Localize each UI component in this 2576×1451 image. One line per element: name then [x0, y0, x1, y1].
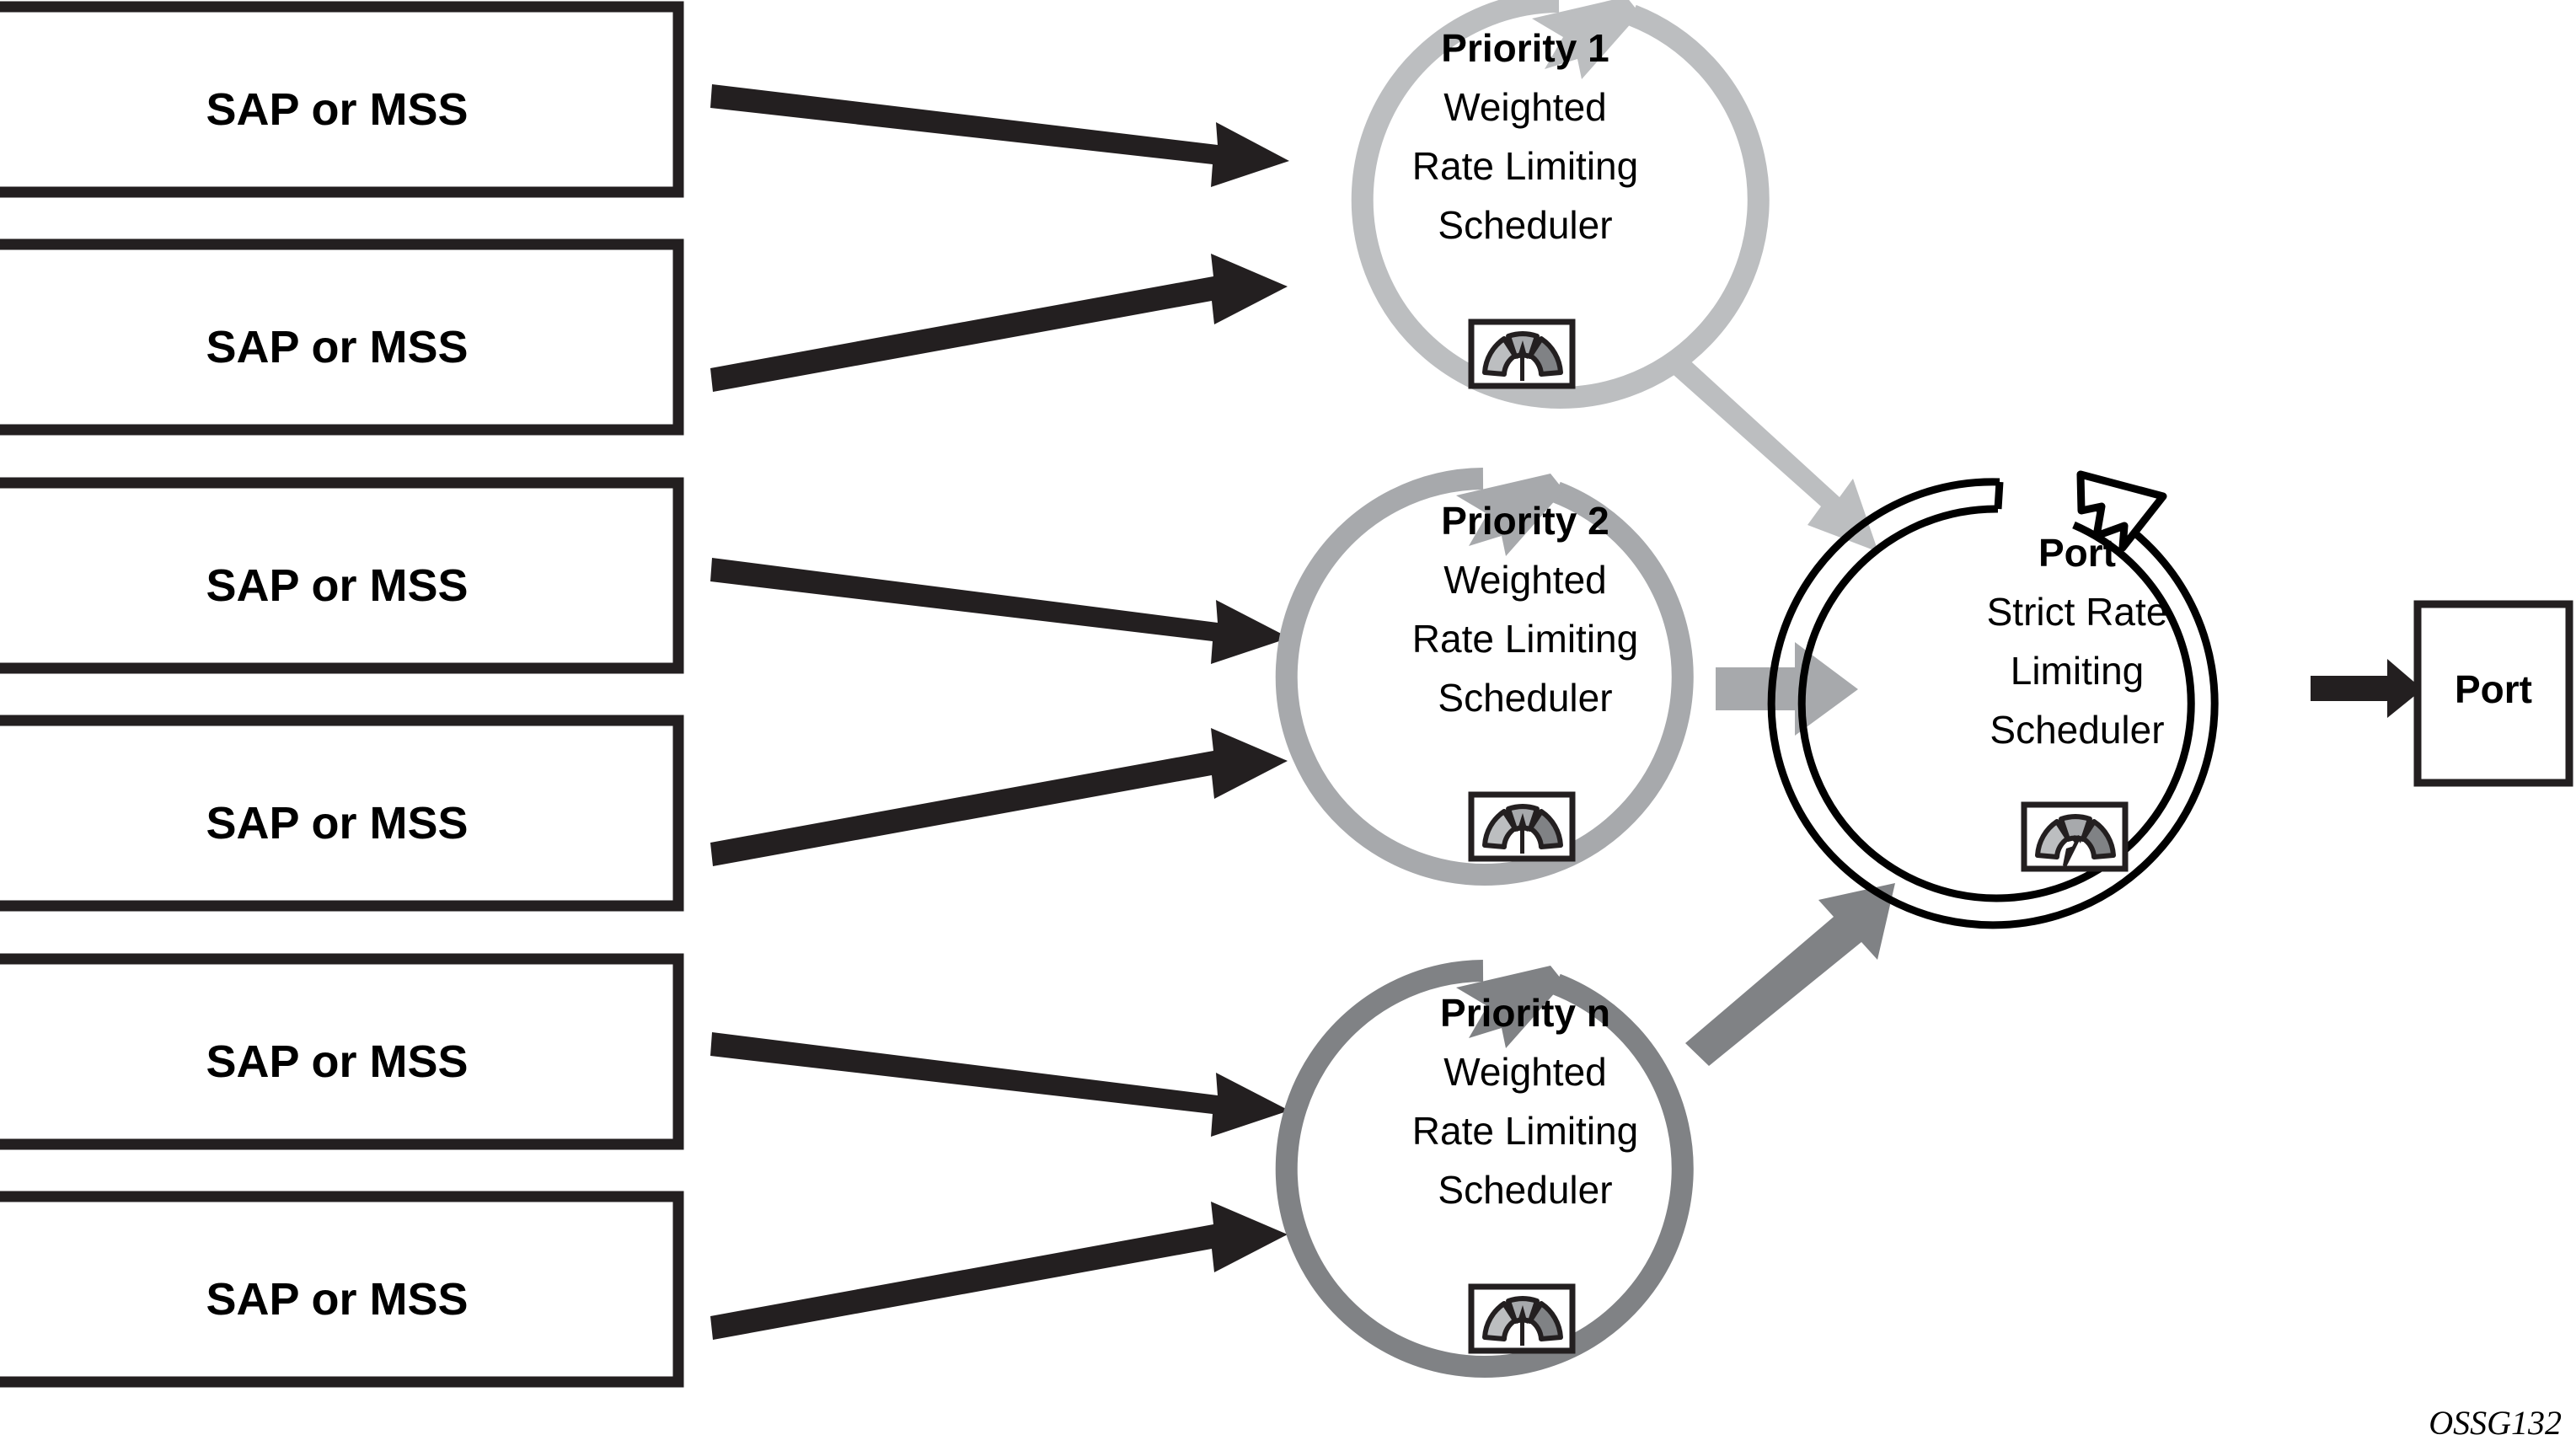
source-box-1[interactable]: SAP or MSS — [0, 1, 684, 198]
source-box-label: SAP or MSS — [206, 1036, 468, 1087]
arrow-source2-to-priority1 — [710, 254, 1288, 392]
priority-n-title: Priority n — [1440, 991, 1610, 1035]
rate-meter-icon — [1468, 319, 1576, 389]
source-box-label: SAP or MSS — [206, 322, 468, 372]
priority-n-scheduler[interactable]: Priority n Weighted Rate Limiting Schedu… — [1275, 960, 1694, 1378]
port-scheduler-line1: Strict Rate — [1987, 590, 2168, 634]
port-box-label: Port — [2455, 667, 2532, 711]
rate-meter-icon — [1468, 1283, 1576, 1354]
port-scheduler-title: Port — [2038, 531, 2116, 575]
priority-1-line3: Scheduler — [1438, 203, 1612, 247]
priority-2-line1: Weighted — [1443, 558, 1607, 602]
priority-1-line1: Weighted — [1443, 85, 1607, 129]
source-box-label: SAP or MSS — [206, 798, 468, 849]
priority-1-line2: Rate Limiting — [1412, 144, 1638, 188]
arrow-priorityn-to-port — [1685, 883, 1895, 1066]
priority-2-line3: Scheduler — [1438, 676, 1612, 720]
priority-2-line2: Rate Limiting — [1412, 617, 1638, 661]
port-scheduler-line3: Scheduler — [1990, 708, 2164, 752]
figure-id-label: OSSG132 — [2429, 1404, 2562, 1442]
arrow-source4-to-priority2 — [710, 728, 1288, 866]
arrow-priority2-to-port — [1716, 642, 1858, 736]
arrow-port-scheduler-to-port-box — [2311, 659, 2423, 718]
port-scheduler-line2: Limiting — [2011, 649, 2145, 693]
rate-meter-icon — [1468, 791, 1576, 862]
priority-2-title: Priority 2 — [1441, 499, 1609, 543]
source-box-3[interactable]: SAP or MSS — [0, 477, 684, 674]
arrow-source3-to-priority2 — [710, 558, 1289, 664]
priority-1-scheduler[interactable]: Priority 1 Weighted Rate Limiting Schedu… — [1351, 0, 1770, 409]
priority-n-line3: Scheduler — [1438, 1168, 1612, 1212]
source-box-4[interactable]: SAP or MSS — [0, 715, 684, 912]
source-box-5[interactable]: SAP or MSS — [0, 953, 684, 1150]
rate-meter-icon — [2021, 801, 2129, 872]
arrow-priority1-to-port — [1666, 354, 1878, 552]
priority-1-title: Priority 1 — [1441, 26, 1609, 70]
arrow-source1-to-priority1 — [710, 84, 1289, 187]
arrow-source6-to-priorityn — [710, 1202, 1288, 1340]
source-box-label: SAP or MSS — [206, 84, 468, 135]
source-box-label: SAP or MSS — [206, 1274, 468, 1325]
priority-n-line2: Rate Limiting — [1412, 1109, 1638, 1153]
port-output-box[interactable]: Port — [2413, 600, 2573, 787]
priority-2-scheduler[interactable]: Priority 2 Weighted Rate Limiting Schedu… — [1275, 468, 1694, 886]
source-box-2[interactable]: SAP or MSS — [0, 238, 684, 436]
source-box-6[interactable]: SAP or MSS — [0, 1191, 684, 1388]
priority-n-line1: Weighted — [1443, 1050, 1607, 1094]
arrow-source5-to-priorityn — [710, 1032, 1289, 1137]
source-box-label: SAP or MSS — [206, 560, 468, 611]
port-scheduler[interactable]: Port Strict Rate Limiting Scheduler — [1767, 470, 2219, 929]
